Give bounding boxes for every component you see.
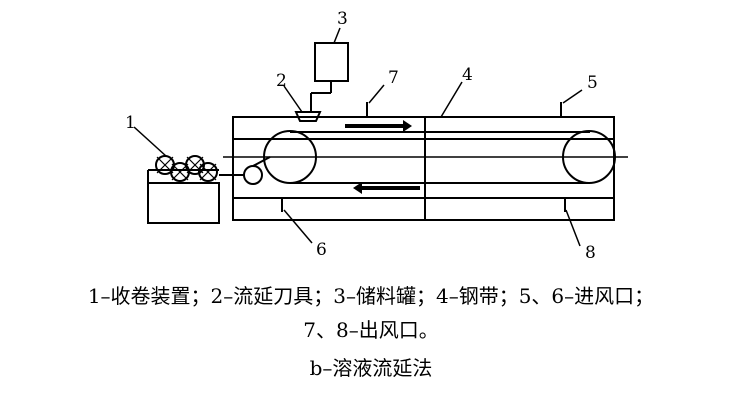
storage-tank bbox=[314, 42, 349, 82]
label-4: 4 bbox=[462, 65, 473, 85]
legend-line-2: 7、8–出风口。 bbox=[303, 318, 439, 342]
label-7: 7 bbox=[388, 68, 399, 88]
solution-casting-diagram: 1 2 3 4 5 6 7 8 bbox=[125, 9, 628, 263]
label-2: 2 bbox=[276, 71, 287, 91]
casting-knife bbox=[294, 111, 322, 122]
legend-line-1: 1–收卷装置；2–流延刀具；3–储料罐；4–钢带；5、6–进风口； bbox=[87, 284, 655, 308]
guide-roller bbox=[243, 165, 263, 185]
label-8: 8 bbox=[585, 243, 596, 263]
winding-base bbox=[147, 182, 220, 224]
label-5: 5 bbox=[587, 73, 598, 93]
label-3: 3 bbox=[337, 9, 348, 29]
belt-direction-arrows bbox=[345, 120, 420, 194]
figure-title: b–溶液流延法 bbox=[309, 356, 433, 380]
label-1: 1 bbox=[125, 113, 136, 133]
drying-chamber bbox=[232, 116, 615, 221]
label-6: 6 bbox=[316, 240, 327, 260]
